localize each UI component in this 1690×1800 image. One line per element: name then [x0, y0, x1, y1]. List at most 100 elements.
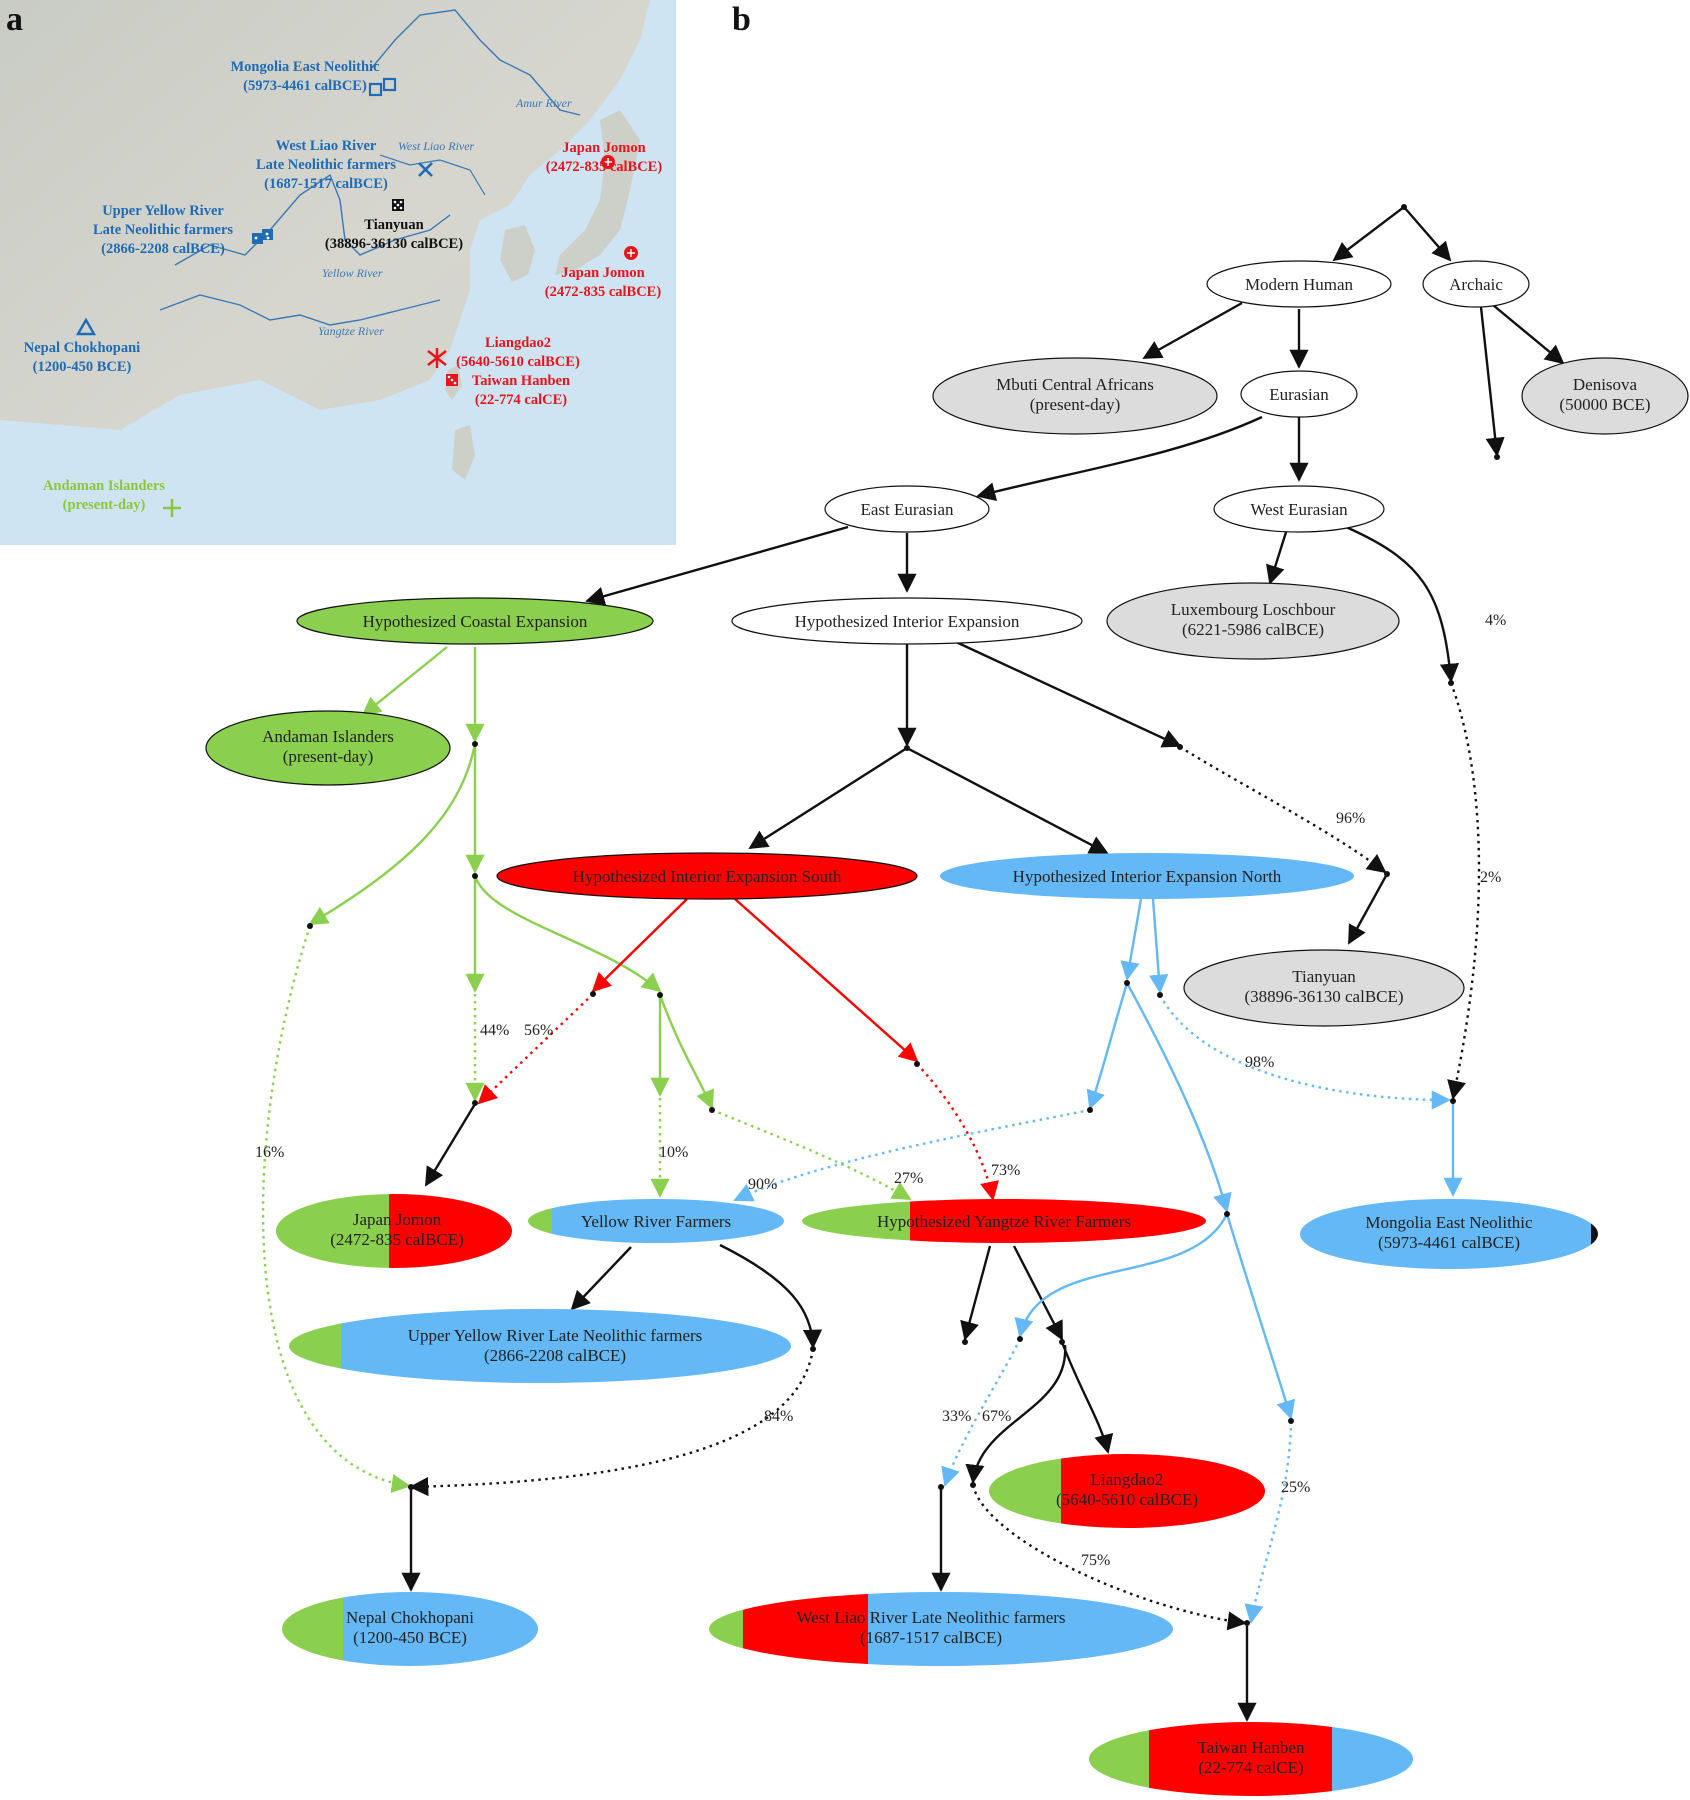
map-site-upperyellow-name2: Late Neolithic farmers	[93, 222, 233, 238]
cross-icon	[418, 162, 433, 177]
map-site-jomon1-name: Japan Jomon	[562, 140, 645, 156]
edge-yangtze-dot1	[960, 1245, 992, 1341]
yellow-river-line	[174, 173, 451, 266]
edge-dotted-56	[477, 993, 594, 1105]
map-panel: a Amur River West Liao River Yellow Rive…	[0, 0, 676, 545]
pct-27: 27%	[894, 1170, 923, 1187]
node-interior: Hypothesized Interior Expansion	[731, 597, 1083, 645]
node-japan-jomon: Japan Jomon (2472-835 calBCE)	[276, 1194, 512, 1268]
node-west-eurasian: West Eurasian	[1213, 485, 1385, 533]
node-mbuti: Mbuti Central Africans (present-day)	[932, 357, 1218, 435]
edge-root-modern	[1332, 206, 1405, 262]
map-site-mongolia-name: Mongolia East Neolithic	[230, 59, 380, 75]
edge-dot2-dotb	[965, 1344, 1067, 1484]
node-east-eurasian: East Eurasian	[824, 485, 990, 533]
map-site-upperyellow-date: (2866-2208 calBCE)	[101, 241, 225, 257]
svg-text:Taiwan Hanben: Taiwan Hanben	[1198, 1738, 1305, 1757]
map-site-andaman-date: (present-day)	[63, 497, 146, 513]
map-site-liangdao-date: (5640-5610 calBCE)	[456, 354, 580, 370]
edge-north-dot2	[1149, 898, 1169, 994]
edge-dotted-16	[261, 925, 411, 1493]
edge-percentages: 4% 96% 2% 98% 44% 56% 16% 10% 90% 27% 73…	[255, 612, 1506, 1569]
pct-4: 4%	[1485, 612, 1506, 629]
west-liao-river-line	[379, 154, 486, 196]
edge-north-dot1	[1120, 898, 1143, 981]
node-mongolia: Mongolia East Neolithic (5973-4461 calBC…	[1300, 1199, 1598, 1269]
edge-interior-dot	[955, 640, 1182, 748]
svg-text:West Liao River Late Neolithic: West Liao River Late Neolithic farmers	[796, 1608, 1065, 1627]
map-site-mongolia-date: (5973-4461 calBCE)	[243, 78, 367, 94]
node-eurasian: Eurasian	[1240, 370, 1358, 418]
edge-coastal-andaman	[361, 646, 448, 717]
japan-land	[555, 110, 640, 275]
svg-text:Japan Jomon: Japan Jomon	[353, 1210, 442, 1229]
svg-text:Eurasian: Eurasian	[1269, 385, 1329, 404]
edge-split-north	[906, 746, 1109, 855]
dice-square-icon	[252, 229, 273, 244]
svg-text:(38896-36130 calBCE): (38896-36130 calBCE)	[1244, 987, 1403, 1006]
svg-text:Luxembourg Loschbour: Luxembourg Loschbour	[1171, 600, 1336, 619]
node-coastal: Hypothesized Coastal Expansion	[296, 597, 654, 645]
graph-edges	[261, 206, 1565, 1722]
pct-10: 10%	[659, 1144, 688, 1161]
edge-right-down	[1225, 1213, 1296, 1420]
map-site-jomon2-name: Japan Jomon	[561, 265, 644, 281]
edge-dotted-27	[711, 1108, 912, 1201]
svg-text:Upper Yellow River Late Neolit: Upper Yellow River Late Neolithic farmer…	[408, 1326, 703, 1345]
pct-25: 25%	[1281, 1479, 1310, 1496]
river-label-yellow: Yellow River	[322, 266, 383, 280]
panel-b-letter: b	[732, 1, 751, 38]
svg-text:(5973-4461 calBCE): (5973-4461 calBCE)	[1378, 1233, 1520, 1252]
pct-73: 73%	[991, 1162, 1020, 1179]
map-site-westliao-name2: Late Neolithic farmers	[256, 157, 396, 173]
pct-98: 98%	[1245, 1054, 1274, 1071]
pct-44: 44%	[480, 1022, 509, 1039]
edge-dotted-2	[1447, 682, 1481, 1100]
edge-dotted-73	[916, 1063, 999, 1201]
circle-plus-icon	[601, 155, 615, 169]
svg-text:(1200-450 BCE): (1200-450 BCE)	[353, 1628, 467, 1647]
plus-icon	[163, 499, 181, 517]
edge-archaic-dot	[1479, 306, 1505, 457]
edge-dotted-25	[1244, 1420, 1293, 1624]
svg-text:East Eurasian: East Eurasian	[861, 500, 954, 519]
edge-dotted-84	[409, 1348, 815, 1497]
svg-text:Hypothesized Interior Expansio: Hypothesized Interior Expansion North	[1013, 867, 1282, 886]
node-archaic: Archaic	[1422, 260, 1530, 308]
edge-yangtze-dot2	[1012, 1245, 1064, 1341]
panel-a-letter: a	[6, 1, 23, 38]
node-tianyuan: Tianyuan (38896-36130 calBCE)	[1183, 949, 1465, 1027]
asterisk-icon	[427, 348, 447, 368]
edge-dot2-liangdao	[1060, 1341, 1114, 1454]
edge-dotted-90	[733, 1108, 1091, 1202]
edge-yellow-dot	[719, 1243, 823, 1349]
svg-text:West Eurasian: West Eurasian	[1250, 500, 1348, 519]
node-yangtze: Hypothesized Yangtze River Farmers	[802, 1199, 1206, 1243]
map-site-upperyellow-name: Upper Yellow River	[102, 203, 224, 219]
node-nepal: Nepal Chokhopani (1200-450 BCE)	[282, 1592, 538, 1666]
svg-text:Archaic: Archaic	[1449, 275, 1503, 294]
svg-text:Hypothesized Yangtze River Far: Hypothesized Yangtze River Farmers	[877, 1212, 1131, 1231]
pct-33: 33%	[942, 1408, 971, 1425]
svg-text:Modern Human: Modern Human	[1245, 275, 1354, 294]
edge-dot1-right	[1125, 982, 1232, 1213]
river-label-amur: Amur River	[515, 96, 572, 110]
map-site-westliao-name: West Liao River	[276, 138, 377, 154]
map-site-jomon2-date: (2472-835 calBCE)	[545, 284, 662, 300]
svg-text:Denisova: Denisova	[1573, 375, 1638, 394]
pct-67: 67%	[982, 1408, 1011, 1425]
pct-16: 16%	[255, 1144, 284, 1161]
edge-eurasian-east	[976, 415, 1263, 502]
edge-right-yangtzedot	[658, 994, 715, 1110]
svg-text:Hypothesized Interior Expansio: Hypothesized Interior Expansion	[795, 612, 1020, 631]
svg-text:(1687-1517 calBCE): (1687-1517 calBCE)	[860, 1628, 1002, 1647]
edge-east-coastal	[585, 525, 849, 606]
edge-tianyuan-dot	[1347, 873, 1389, 945]
node-luxembourg: Luxembourg Loschbour (6221-5986 calBCE)	[1106, 582, 1400, 660]
node-taiwan: Taiwan Hanben (22-774 calCE)	[1089, 1722, 1413, 1796]
edge-west-dot	[1345, 525, 1460, 683]
node-andaman: Andaman Islanders (present-day)	[205, 710, 451, 786]
circle-plus-icon	[624, 246, 638, 260]
map-site-tianyuan-name: Tianyuan	[364, 217, 423, 233]
